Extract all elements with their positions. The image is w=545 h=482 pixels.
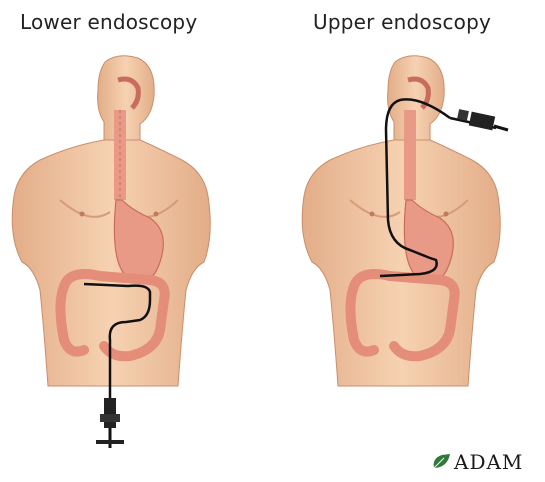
upper-torso-figure <box>302 56 500 386</box>
leaf-icon <box>430 452 452 472</box>
lower-torso-figure <box>12 56 210 386</box>
brand-text: ADAM <box>454 450 523 474</box>
adam-logo: ADAM <box>430 450 523 474</box>
